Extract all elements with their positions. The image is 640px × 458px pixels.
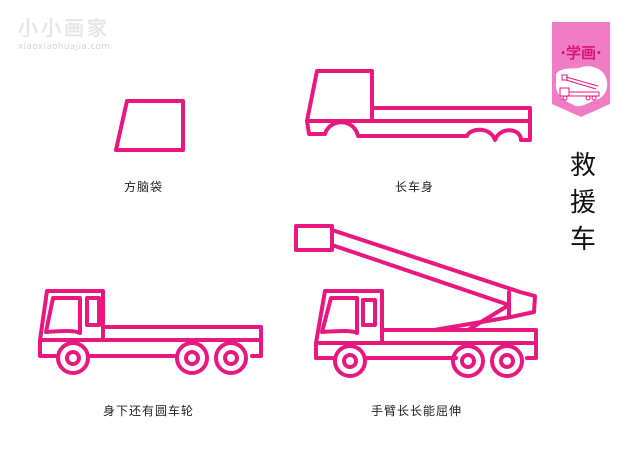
step2-label: 长车身 <box>395 180 435 194</box>
watermark-url: xiaoxiaohuajia.com <box>18 42 111 52</box>
step2-body-drawing <box>305 69 532 142</box>
step1-label: 方脑袋 <box>124 180 164 194</box>
learn-drawing-badge: ·学画· <box>552 22 610 117</box>
watermark-title: 小小画家 <box>18 16 110 40</box>
step3-truck-drawing <box>38 289 263 375</box>
step3-label: 身下还有圆车轮 <box>103 404 195 418</box>
step4-label: 手臂长长能屈伸 <box>371 404 463 418</box>
step4-rescue-truck-drawing <box>294 224 538 378</box>
title-char: 车 <box>569 225 596 255</box>
badge-background <box>552 22 610 117</box>
step1-cab-drawing <box>114 99 185 152</box>
page-title: 救 援 车 <box>563 148 603 259</box>
badge-label: ·学画· <box>560 44 602 62</box>
title-char: 救 <box>569 151 596 181</box>
watermark: 小小画家 xiaoxiaohuajia.com <box>18 12 110 52</box>
title-char: 援 <box>569 188 596 218</box>
badge-truck-icon <box>559 74 600 101</box>
